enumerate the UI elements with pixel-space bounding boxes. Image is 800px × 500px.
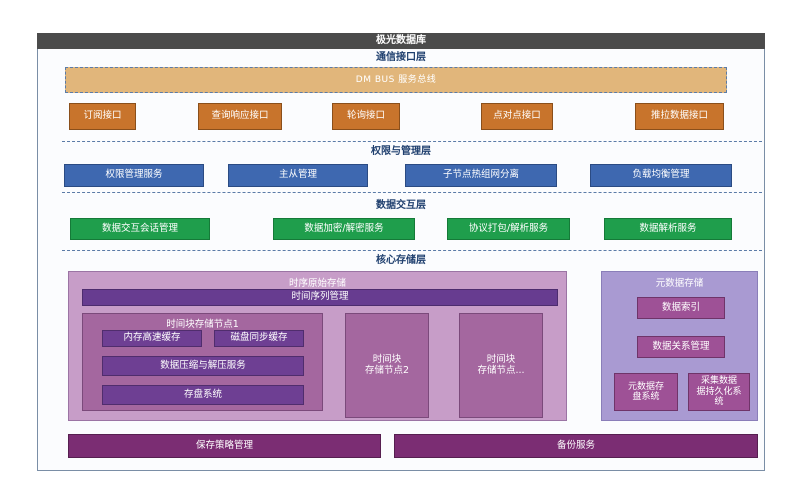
- time-block-node-more: 时间块 存储节点...: [459, 313, 543, 418]
- time-block-node-2: 时间块 存储节点2: [345, 313, 429, 418]
- auth-layer-title: 权限与管理层: [371, 146, 431, 157]
- child-node-networking: 子节点热组网分离: [405, 164, 557, 187]
- push-pull-interface: 推拉数据接口: [635, 103, 724, 130]
- dm-bus: DM BUS 服务总线: [65, 67, 727, 93]
- layer-divider: [62, 250, 762, 251]
- p2p-interface: 点对点接口: [481, 103, 553, 130]
- master-slave-management: 主从管理: [228, 164, 368, 187]
- load-balance-management: 负载均衡管理: [590, 164, 732, 187]
- layer-divider: [62, 141, 762, 142]
- data-parsing-service: 数据解析服务: [604, 218, 732, 240]
- data-index: 数据索引: [637, 297, 725, 319]
- protocol-service: 协议打包/解析服务: [447, 218, 570, 240]
- memory-cache: 内存高速缓存: [102, 330, 202, 347]
- exchange-layer-title: 数据交互层: [376, 200, 426, 211]
- retention-policy-management: 保存策略管理: [68, 434, 381, 458]
- polling-interface: 轮询接口: [332, 103, 400, 130]
- diagram-title: 极光数据库: [37, 33, 765, 49]
- encryption-service: 数据加密/解密服务: [273, 218, 415, 240]
- disk-storage-system: 存盘系统: [102, 385, 304, 405]
- data-persistence-system: 采集数据 据持久化系 统: [688, 373, 750, 411]
- session-management: 数据交互会话管理: [70, 218, 210, 240]
- timeseries-title: 时序原始存储: [288, 278, 346, 289]
- data-relation-management: 数据关系管理: [637, 336, 725, 358]
- compression-service: 数据压缩与解压服务: [102, 356, 304, 376]
- disk-sync-cache: 磁盘同步缓存: [214, 330, 304, 347]
- query-response-interface: 查询响应接口: [198, 103, 282, 130]
- metadata-title: 元数据存储: [655, 278, 704, 289]
- permission-service: 权限管理服务: [64, 164, 204, 187]
- metadata-disk-system: 元数据存 盘系统: [614, 373, 678, 411]
- time-series-manager: 时间序列管理: [82, 289, 558, 306]
- layer-divider: [62, 192, 762, 193]
- backup-service: 备份服务: [394, 434, 758, 458]
- node1-title: 时间块存储节点1: [166, 319, 239, 330]
- comm-layer-title: 通信接口层: [376, 52, 426, 63]
- core-layer-title: 核心存储层: [376, 255, 426, 266]
- subscribe-interface: 订阅接口: [69, 103, 136, 130]
